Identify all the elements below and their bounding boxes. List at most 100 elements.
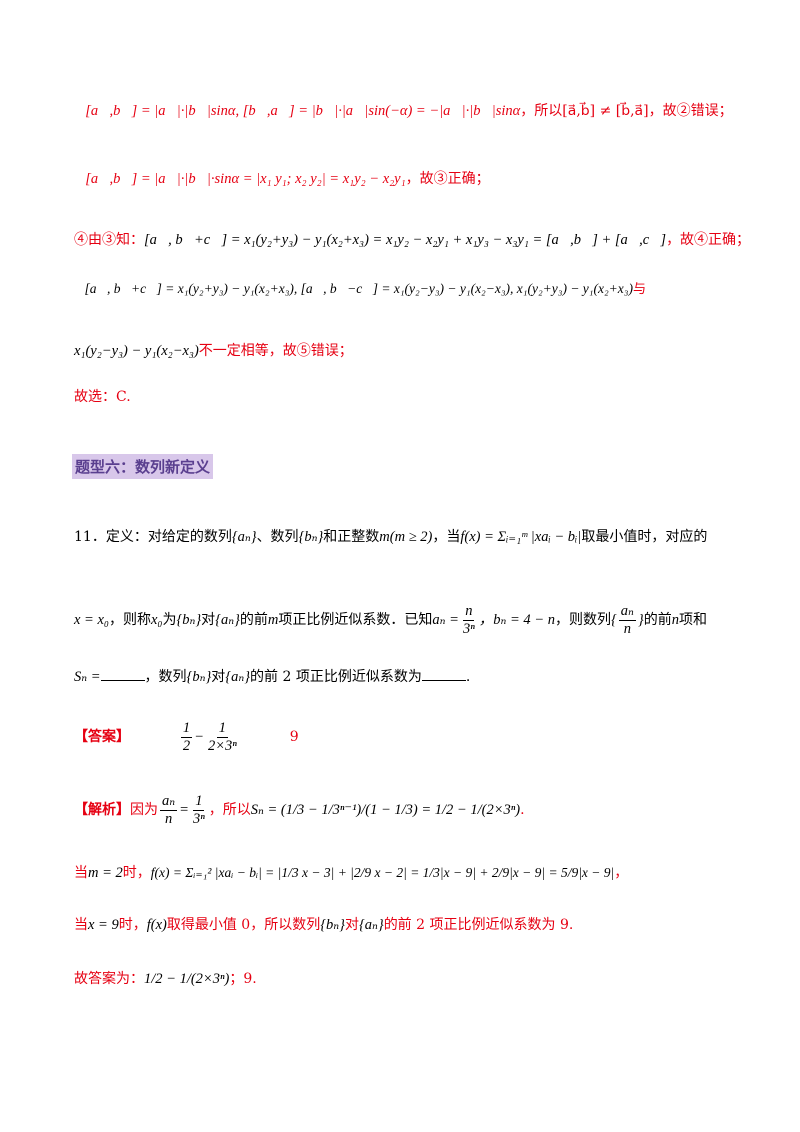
sequence-bn: {bₙ} (298, 529, 324, 545)
item5b-formula: x₁(y₂−y₃) − y₁(x₂−x₃) (74, 343, 199, 359)
item2-conclusion: ，所以[a⃗,b⃗] ≠ [b⃗,a⃗]，故②错误； (520, 103, 733, 119)
problem-text: 项和 (678, 612, 707, 629)
analysis-text: ；9. (229, 971, 257, 987)
fraction-numerator: 1 (193, 793, 205, 811)
analysis-text: 当 (74, 917, 88, 933)
answer-label: 【答案】 (74, 729, 130, 746)
fraction-numerator: aₙ (160, 793, 178, 811)
m-variable: m (267, 612, 279, 629)
analysis-label: 【解析】 (74, 802, 130, 819)
problem-line-1: 11．定义：对给定的数列{aₙ}、数列{bₙ}和正整数m(m ≥ 2)，当f(x… (74, 530, 707, 545)
analysis-text: 的前 2 项正比例近似系数为 9. (383, 917, 574, 933)
fraction-denominator: n (623, 620, 631, 637)
x-equals-9: x = 9 (88, 917, 119, 933)
item3-conclusion: ，故③正确； (405, 171, 490, 187)
fraction-numerator: 1 (180, 720, 193, 738)
item5b-conclusion: 不一定相等，故⑤错误； (198, 343, 353, 359)
analysis-line-3: 当x = 9时，f(x)取得最小值 0，所以数列{bₙ}对{aₙ}的前 2 项正… (74, 918, 573, 933)
solution-choice: 故选：C. (74, 389, 131, 405)
brace-close: } (637, 612, 644, 629)
solution-item-2: ②[a⃗,b⃗] = |a⃗|·|b⃗|sinα, [b⃗,a⃗] = |b⃗|… (74, 104, 733, 119)
fraction-denominator: 3ⁿ (462, 620, 475, 637)
problem-text: 对 (211, 669, 226, 685)
problem-text: ，当 (432, 529, 461, 545)
problem-text: 的前 2 项正比例近似系数为 (250, 669, 422, 685)
problem-text: 和正整数 (323, 529, 380, 545)
solution-item-5-continued: x₁(y₂−y₃) − y₁(x₂−x₃)不一定相等，故⑤错误； (74, 344, 353, 359)
problem-text: 项正比例近似系数．已知 (278, 612, 433, 629)
fraction-denominator: 2 (182, 737, 191, 754)
analysis-text: 时， (122, 865, 151, 881)
bn-definition: ，bₙ = 4 − n (478, 612, 555, 629)
an-definition-lhs: aₙ = (432, 612, 459, 629)
item5-formula: ⑤[a⃗, b⃗+c⃗] = x₁(y₂+y₃) − y₁(x₂+x₃), [a… (74, 281, 633, 296)
n-variable: n (671, 612, 679, 629)
problem-text: 对 (201, 612, 216, 629)
analysis-text: 因为 (130, 802, 158, 819)
problem-text: 取最小值时，对应的 (581, 529, 708, 545)
analysis-line-4: 故答案为：1/2 − 1/(2×3ⁿ)；9. (74, 972, 257, 987)
integer-m: m(m ≥ 2) (379, 529, 433, 545)
problem-line-2: x = x₀，则称x₀为{bₙ}对{aₙ}的前m项正比例近似系数．已知aₙ =n… (74, 603, 707, 637)
fraction-numerator: aₙ (618, 603, 636, 621)
analysis-text: ，所以 (208, 802, 251, 819)
problem-line-3: Sₙ = ，数列{bₙ}对{aₙ}的前 2 项正比例近似系数为. (74, 668, 470, 685)
problem-text: ，数列 (144, 669, 187, 685)
problem-text: . (465, 669, 471, 685)
section-heading: 题型六：数列新定义 (72, 454, 214, 479)
x-equals-x0: x = x₀ (74, 612, 109, 629)
analysis-text: ， (614, 865, 629, 881)
problem-text: 11．定义：对给定的数列 (74, 529, 232, 545)
problem-text: ，则称 (108, 612, 151, 629)
solution-item-5: ⑤[a⃗, b⃗+c⃗] = x₁(y₂+y₃) − y₁(x₂+x₃), [a… (74, 282, 646, 296)
analysis-text: 取得最小值 0，所以数列 (166, 917, 321, 933)
solution-item-4: ④由③知：[a⃗, b⃗+c⃗] = x₁(y₂+y₃) − y₁(x₂+x₃)… (74, 233, 750, 248)
sequence-an: {aₙ} (215, 612, 240, 629)
fraction-denominator: n (164, 810, 173, 827)
analysis-text: 当 (74, 865, 88, 881)
f-expansion: f(x) = Σᵢ₌₁² |xaᵢ − bᵢ| = |1/3 x − 3| + … (150, 865, 615, 880)
item5-connector: 与 (632, 282, 646, 297)
sn-formula: Sₙ = (1/3 − 1/3ⁿ⁻¹)/(1 − 1/3) = 1/2 − 1/… (250, 802, 521, 819)
problem-text: ，则数列 (554, 612, 611, 629)
answer-value-2: 9 (289, 729, 299, 746)
final-answer-formula: 1/2 − 1/(2×3ⁿ) (144, 971, 230, 987)
f-of-x: f(x) (146, 917, 167, 933)
item4-formula: [a⃗, b⃗+c⃗] = x₁(y₂+y₃) − y₁(x₂+x₃) = x₁… (144, 232, 667, 248)
problem-text: 为 (162, 612, 177, 629)
item4-prefix: ④由③知： (74, 232, 144, 248)
analysis-text: 对 (344, 917, 359, 933)
sequence-an-over-n: { (610, 612, 617, 629)
sequence-bn: {bₙ} (176, 612, 202, 629)
analysis-text: 故答案为： (74, 971, 144, 987)
analysis-line-2: 当m = 2时，f(x) = Σᵢ₌₁² |xaᵢ − bᵢ| = |1/3 x… (74, 866, 628, 881)
sn-label: Sₙ = (74, 669, 101, 685)
fraction-denominator: 3ⁿ (192, 810, 205, 827)
fraction-denominator: 2×3ⁿ (207, 737, 237, 754)
problem-text: 、数列 (256, 529, 299, 545)
sequence-bn: {bₙ} (186, 669, 212, 685)
item4-conclusion: ，故④正确； (666, 232, 751, 248)
problem-text: 的前 (239, 612, 268, 629)
x0: x₀ (150, 612, 163, 629)
sequence-an: {aₙ} (231, 529, 257, 545)
problem-text: 的前 (643, 612, 672, 629)
analysis-text: 时， (118, 917, 147, 933)
item2-formula: ②[a⃗,b⃗] = |a⃗|·|b⃗|sinα, [b⃗,a⃗] = |b⃗|… (74, 103, 521, 119)
fraction-numerator: 1 (216, 720, 228, 738)
sequence-an: {aₙ} (358, 917, 384, 933)
answer-blank-2 (421, 668, 466, 681)
m-equals-2: m = 2 (88, 865, 123, 881)
solution-item-3: ③[a⃗,b⃗] = |a⃗|·|b⃗|·sinα = |x₁ y₁; x₂ y… (74, 172, 490, 187)
analysis-text: . (520, 802, 525, 819)
sequence-an: {aₙ} (225, 669, 251, 685)
answer-blank-1 (100, 668, 145, 681)
